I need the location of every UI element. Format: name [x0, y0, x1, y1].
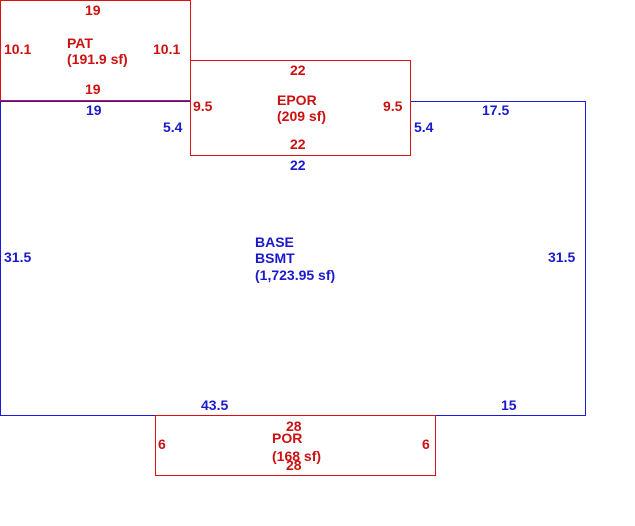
base-bottom-right-dimension: 15 — [501, 397, 517, 413]
base-notch-bottom-dimension: 22 — [290, 157, 306, 173]
pat-bottom-dimension: 19 — [85, 81, 101, 97]
pat-top-dimension: 19 — [85, 2, 101, 18]
epor-name: EPOR — [277, 92, 317, 108]
epor-area: (209 sf) — [277, 108, 326, 124]
pat-right-dimension: 10.1 — [153, 41, 180, 57]
base-area: (1,723.95 sf) — [255, 267, 335, 283]
epor-bottom-dimension: 22 — [290, 136, 306, 152]
por-outline — [155, 415, 436, 476]
pat-outline — [0, 0, 191, 101]
base-subname: BSMT — [255, 250, 295, 266]
por-right-dimension: 6 — [422, 436, 430, 452]
epor-outline — [190, 60, 411, 156]
base-left-dimension: 31.5 — [4, 249, 31, 265]
por-left-dimension: 6 — [158, 436, 166, 452]
base-top-right-dimension: 17.5 — [482, 102, 509, 118]
base-name: BASE — [255, 234, 294, 250]
base-top-left-dimension: 19 — [86, 102, 102, 118]
base-bottom-left-dimension: 43.5 — [201, 397, 228, 413]
base-right-dimension: 31.5 — [548, 249, 575, 265]
epor-top-dimension: 22 — [290, 62, 306, 78]
por-top-dimension: 28 — [286, 418, 302, 434]
base-notch-left-dimension: 5.4 — [163, 119, 183, 135]
base-notch-right-dimension: 5.4 — [414, 119, 434, 135]
epor-right-dimension: 9.5 — [383, 98, 403, 114]
pat-left-dimension: 10.1 — [4, 41, 31, 57]
por-bottom-dimension: 28 — [286, 457, 302, 473]
por-name: POR — [272, 430, 302, 446]
pat-name: PAT — [67, 35, 93, 51]
por-area: (168 sf) — [272, 448, 321, 464]
pat-area: (191.9 sf) — [67, 51, 128, 67]
epor-left-dimension: 9.5 — [193, 98, 213, 114]
